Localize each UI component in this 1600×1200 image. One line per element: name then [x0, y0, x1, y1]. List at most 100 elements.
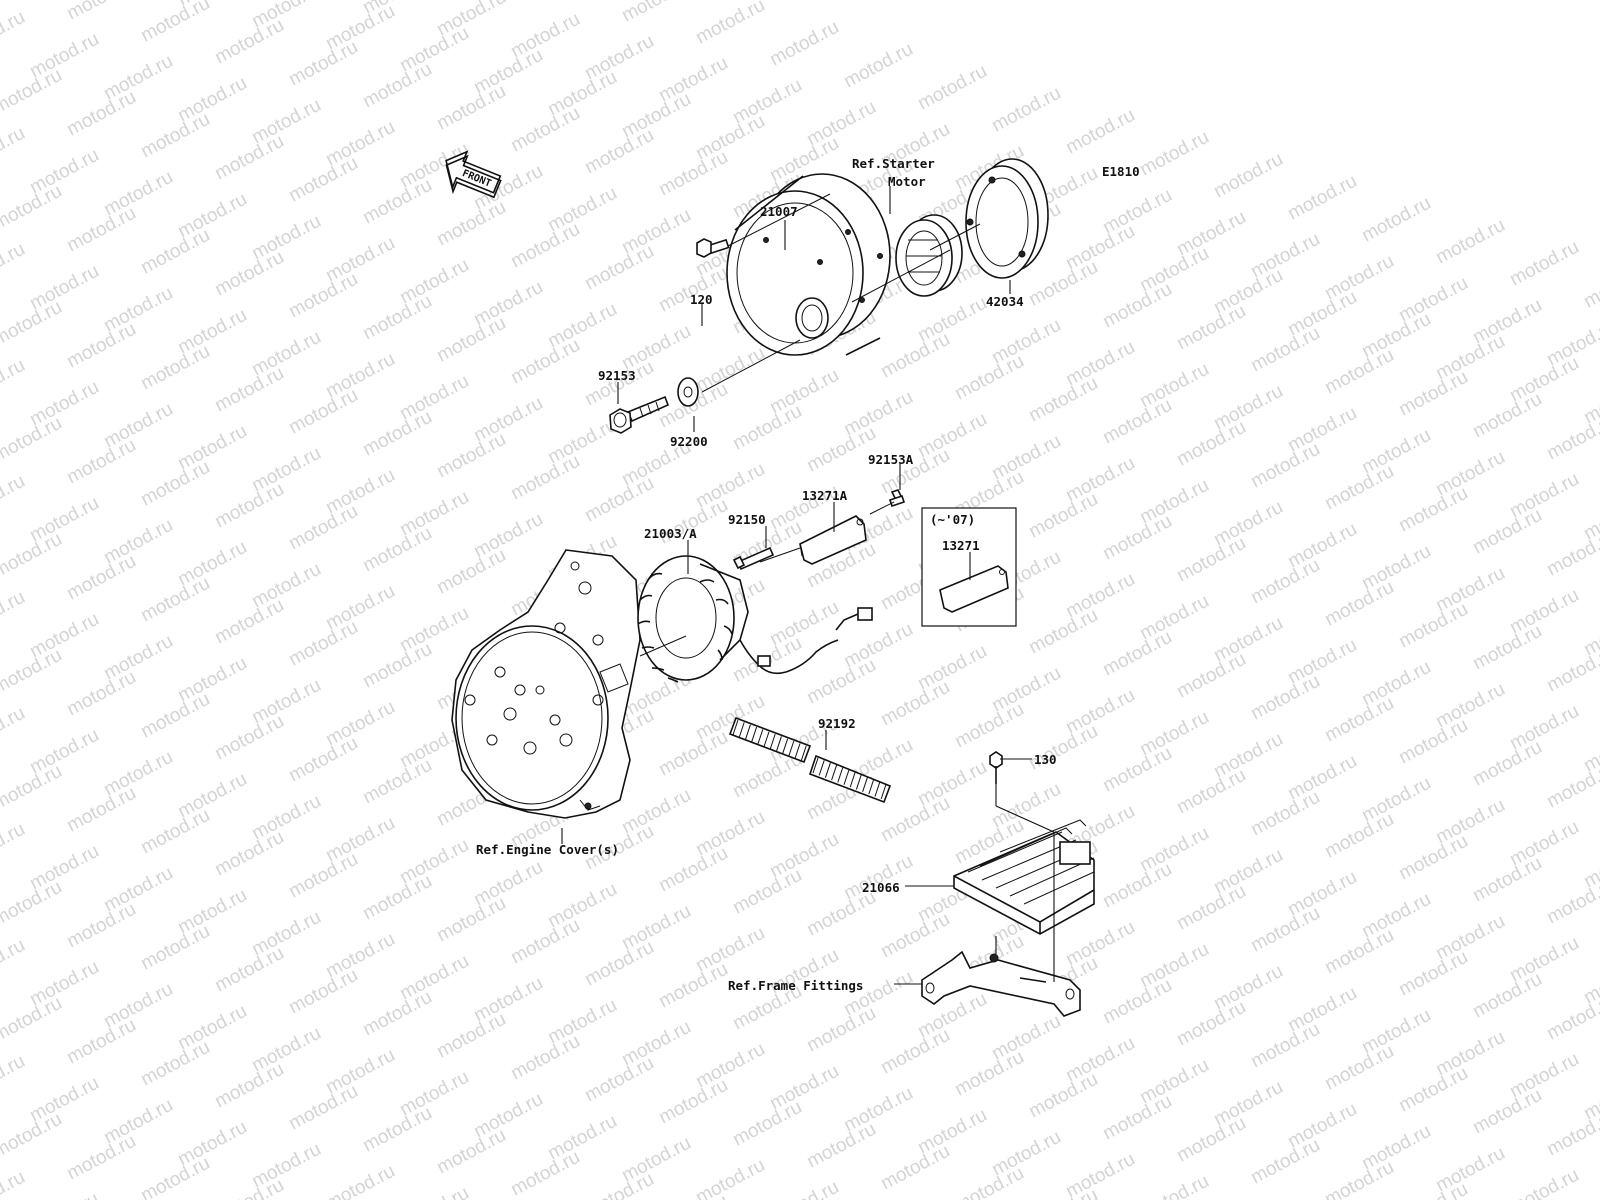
watermark-text: motod.ru: [1099, 627, 1175, 681]
label-130: 130: [1034, 752, 1057, 767]
spring-coil-line: [757, 729, 764, 745]
watermark-text: motod.ru: [1469, 1085, 1545, 1139]
watermark-text: motod.ru: [988, 83, 1064, 137]
watermark-text: motod.ru: [581, 241, 657, 295]
watermark-text: motod.ru: [1173, 1113, 1249, 1167]
watermark-text: motod.ru: [1099, 1091, 1175, 1145]
watermark-text: motod.ru: [1469, 389, 1545, 443]
watermark-text: motod.ru: [137, 1153, 213, 1200]
spring-coil-line: [794, 743, 801, 759]
label-ref-engine-cover: Ref.Engine Cover(s): [476, 842, 619, 857]
spring-coil-line: [732, 719, 739, 736]
watermark-text: motod.ru: [655, 843, 731, 897]
watermark-text: motod.ru: [285, 501, 361, 555]
watermark-text: motod.ru: [285, 153, 361, 207]
watermark-text: motod.ru: [433, 893, 509, 947]
bolt-130: [989, 751, 1003, 784]
watermark-text: motod.ru: [1395, 831, 1471, 885]
watermark-text: motod.ru: [285, 617, 361, 671]
watermark-text: motod.ru: [1136, 127, 1212, 181]
watermark-text: motod.ru: [766, 17, 842, 71]
watermark-text: motod.ru: [877, 329, 953, 383]
watermark-text: motod.ru: [1247, 555, 1323, 609]
watermark-text: motod.ru: [951, 1163, 1027, 1200]
watermark-text: motod.ru: [359, 1103, 435, 1157]
watermark-text: motod.ru: [63, 783, 139, 837]
spring-coil-line: [880, 783, 887, 800]
spring-coil-line: [769, 733, 776, 750]
inset-box: [921, 507, 1017, 627]
watermark-text: motod.ru: [63, 87, 139, 141]
watermark-text: motod.ru: [211, 827, 287, 881]
spring-coils: [732, 719, 887, 800]
washer-92200: [677, 377, 699, 407]
watermark-text: motod.ru: [1506, 1165, 1582, 1200]
bolt-92150: [732, 546, 775, 571]
watermark-text: motod.ru: [0, 471, 29, 525]
watermark-text: motod.ru: [507, 451, 583, 505]
watermark-text: motod.ru: [877, 793, 953, 847]
watermark-text: motod.ru: [581, 125, 657, 179]
watermark-text: motod.ru: [211, 363, 287, 417]
watermark-text: motod.ru: [581, 473, 657, 527]
watermark-text: motod.ru: [433, 313, 509, 367]
spring-coil-line: [824, 762, 831, 778]
watermark-text: motod.ru: [137, 1037, 213, 1091]
watermark-text: motod.ru: [1099, 511, 1175, 565]
watermark-text: motod.ru: [1506, 237, 1582, 291]
diagram-code: E1810: [1102, 164, 1140, 179]
watermark-text: motod.ru: [211, 1175, 287, 1200]
spring-coil-line: [862, 776, 869, 792]
leader-lines: [561, 186, 1055, 985]
watermark-text: motod.ru: [137, 805, 213, 859]
watermark-text: motod.ru: [359, 175, 435, 229]
watermark-text: motod.ru: [877, 1025, 953, 1079]
watermark-text: motod.ru: [285, 37, 361, 91]
watermark-text: motod.ru: [1062, 1149, 1138, 1200]
watermark-text: motod.ru: [1247, 1135, 1323, 1189]
watermark-text: motod.ru: [581, 1053, 657, 1107]
spring-coil-line: [782, 738, 789, 754]
watermark-text: motod.ru: [1062, 105, 1138, 159]
watermark-text: motod.ru: [359, 523, 435, 577]
label-inset-period: (~'07): [930, 512, 975, 527]
watermark-text: motod.ru: [729, 865, 805, 919]
part-labels: 21007 Ref.Starter Motor 42034 120 92153 …: [476, 156, 1057, 993]
watermark-text: motod.ru: [1321, 461, 1397, 515]
watermark-text: motod.ru: [211, 131, 287, 185]
watermark-text: motod.ru: [507, 915, 583, 969]
label-ref-starter-motor: Motor: [888, 174, 926, 189]
watermark-text: motod.ru: [507, 1031, 583, 1085]
watermark-text: motod.ru: [1136, 1171, 1212, 1200]
watermark-text: motod.ru: [951, 699, 1027, 753]
watermark-text: motod.ru: [0, 935, 29, 989]
spring-coil-line: [744, 724, 751, 740]
watermark-text: motod.ru: [26, 1189, 102, 1200]
watermark-text: motod.ru: [0, 123, 29, 177]
watermark-text: motod.ru: [1469, 621, 1545, 675]
watermark-text: motod.ru: [63, 0, 139, 24]
frame-bracket: [921, 950, 1081, 1017]
screw-92153A: [888, 489, 906, 508]
spring-coil-line: [855, 774, 862, 790]
watermark-text: motod.ru: [1099, 743, 1175, 797]
watermark-text: motod.ru: [1099, 279, 1175, 333]
label-92153: 92153: [598, 368, 636, 383]
watermark-text: motod.ru: [507, 335, 583, 389]
label-92153A: 92153A: [868, 452, 914, 467]
watermark-text: motod.ru: [137, 225, 213, 279]
label-21007: 21007: [760, 204, 798, 219]
watermark-text: motod.ru: [581, 357, 657, 411]
spring-coil-line: [849, 771, 856, 788]
watermark-text: motod.ru: [655, 727, 731, 781]
watermark-text: motod.ru: [285, 269, 361, 323]
watermark-text: motod.ru: [1469, 737, 1545, 791]
watermark-text: motod.ru: [1395, 947, 1471, 1001]
watermark-text: motod.ru: [877, 909, 953, 963]
watermark-text: motod.ru: [1025, 489, 1101, 543]
spring-coil-line: [843, 769, 850, 785]
spring-coil-line: [868, 778, 875, 795]
watermark-text: motod.ru: [1173, 417, 1249, 471]
watermark-text: motod.ru: [433, 429, 509, 483]
